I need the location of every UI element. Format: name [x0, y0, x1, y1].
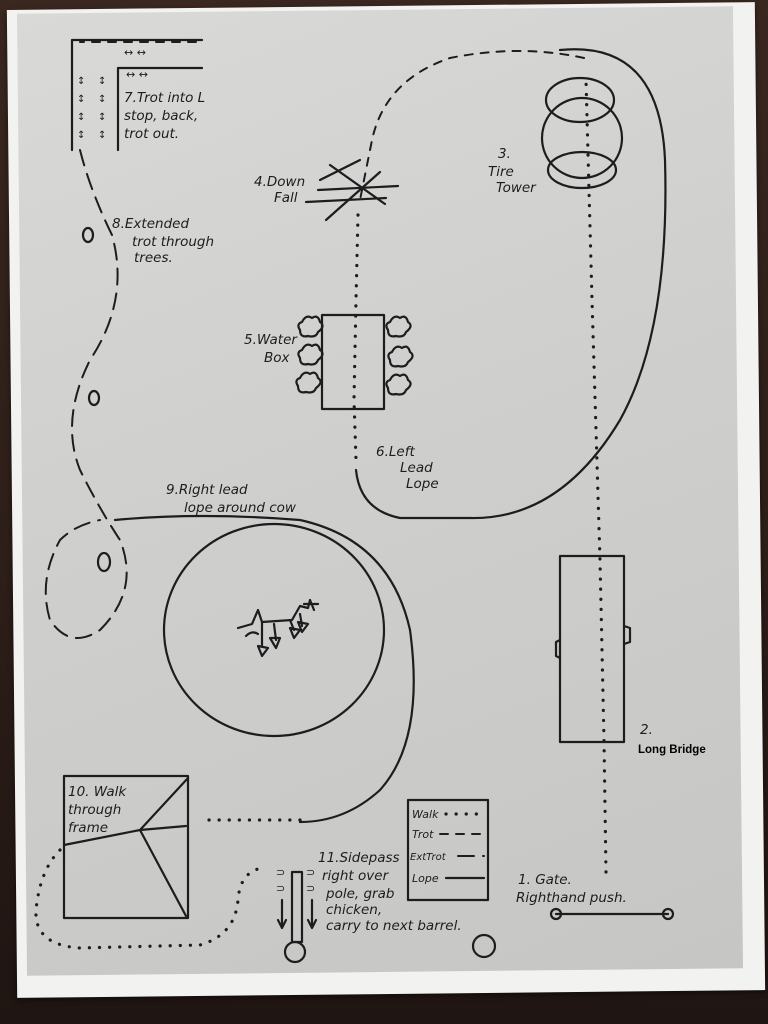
svg-text:trot through: trot through: [132, 234, 214, 250]
label-down-fall: 4.Down Fall: [254, 174, 305, 206]
svg-text:Lead: Lead: [400, 460, 433, 476]
svg-text:stop, back,: stop, back,: [124, 108, 198, 124]
svg-text:pole, grab: pole, grab: [325, 886, 394, 902]
walk-frame-obstacle: [62, 774, 190, 920]
water-box-bushes: [295, 315, 414, 396]
svg-text:chicken,: chicken,: [326, 902, 382, 918]
barrel-next: [471, 933, 497, 959]
legend-label-trot: Trot: [412, 828, 434, 841]
svg-text:Tower: Tower: [496, 180, 537, 196]
svg-text:↕: ↕: [77, 130, 85, 141]
svg-text:right over: right over: [322, 868, 390, 884]
label-long-bridge: 2. Long Bridge: [638, 722, 706, 756]
svg-text:11.Sidepass: 11.Sidepass: [318, 850, 400, 866]
svg-text:⊃: ⊃: [306, 866, 315, 879]
svg-text:Lope: Lope: [406, 476, 439, 492]
cow-icon: [236, 598, 320, 658]
svg-text:carry to next barrel.: carry to next barrel.: [326, 918, 462, 934]
svg-text:Fall: Fall: [274, 190, 298, 206]
legend-label-walk: Walk: [412, 808, 439, 821]
svg-text:↔ ↔: ↔ ↔: [124, 46, 146, 59]
label-gate: 1. Gate. Righthand push.: [516, 872, 627, 906]
route-lope-around-cow: [113, 514, 415, 824]
svg-text:4.Down: 4.Down: [254, 174, 305, 190]
long-bridge-obstacle: [554, 554, 632, 744]
svg-text:↕: ↕: [77, 94, 85, 105]
svg-text:↕: ↕: [77, 112, 85, 123]
svg-text:↔ ↔: ↔ ↔: [126, 68, 148, 81]
svg-text:↕: ↕: [98, 112, 106, 123]
label-walk-frame: 10. Walk through frame: [68, 784, 127, 836]
svg-text:⊃: ⊃: [276, 866, 285, 879]
svg-text:9.Right lead: 9.Right lead: [166, 482, 248, 498]
cow-circle-obstacle: [162, 522, 386, 738]
svg-text:1. Gate.: 1. Gate.: [518, 872, 572, 888]
svg-text:5.Water: 5.Water: [244, 332, 298, 348]
legend-label-lope: Lope: [412, 872, 439, 885]
l-back-arrows: ↔ ↔ ↔ ↔ ↕ ↕ ↕ ↕ ↕ ↕ ↕ ↕: [77, 46, 148, 141]
svg-text:6.Left: 6.Left: [376, 444, 415, 460]
svg-text:↕: ↕: [98, 94, 106, 105]
svg-text:Box: Box: [264, 350, 291, 366]
svg-text:⊃: ⊃: [306, 882, 315, 895]
svg-text:10. Walk: 10. Walk: [68, 784, 127, 800]
svg-text:7.Trot into L: 7.Trot into L: [124, 90, 205, 106]
route-walk-through-water-box: [352, 213, 360, 462]
legend: Walk Trot ExtTrot Lope: [406, 798, 490, 902]
down-fall-obstacle: [304, 158, 400, 222]
route-walk-gate-to-tire-tower: [584, 78, 608, 874]
tire-tower-obstacle: [540, 76, 624, 190]
svg-text:lope around cow: lope around cow: [184, 500, 297, 516]
svg-text:2.: 2.: [640, 722, 653, 738]
barrel-start: [283, 940, 307, 964]
sidepass-pole-obstacle: ⊃ ⊃ ⊃ ⊃: [276, 866, 318, 944]
label-tire-tower: 3. Tire Tower: [488, 146, 537, 196]
route-trot-to-down-fall: [359, 50, 585, 201]
svg-text:through: through: [68, 802, 121, 818]
svg-text:↕: ↕: [77, 76, 85, 87]
label-water-box: 5.Water Box: [244, 332, 298, 366]
svg-text:↕: ↕: [98, 76, 106, 87]
label-l-obstacle: 7.Trot into L stop, back, trot out.: [124, 90, 205, 142]
svg-text:frame: frame: [68, 820, 108, 836]
legend-label-exttrot: ExtTrot: [410, 852, 447, 863]
label-right-lead-lope: 9.Right lead lope around cow: [166, 482, 297, 516]
l-obstacle: ↔ ↔ ↔ ↔ ↕ ↕ ↕ ↕ ↕ ↕ ↕ ↕: [70, 38, 204, 152]
svg-text:↕: ↕: [98, 130, 106, 141]
svg-text:trot out.: trot out.: [124, 126, 179, 142]
label-extended-trot: 8.Extended trot through trees.: [112, 216, 214, 266]
svg-text:Long Bridge: Long Bridge: [638, 744, 706, 756]
svg-text:3.: 3.: [498, 146, 511, 162]
route-lope-left-lead: [354, 48, 667, 520]
svg-text:Righthand push.: Righthand push.: [516, 890, 627, 906]
gate-obstacle: [549, 907, 675, 921]
svg-text:trees.: trees.: [134, 250, 173, 266]
svg-text:⊃: ⊃: [276, 882, 285, 895]
route-walk-from-frame-to-sidepass: [34, 848, 264, 950]
trees-obstacle: [81, 226, 112, 573]
svg-text:8.Extended: 8.Extended: [112, 216, 189, 232]
label-left-lead-lope: 6.Left Lead Lope: [376, 444, 439, 492]
water-box-obstacle: [295, 313, 414, 411]
route-extended-trot-through-trees: [44, 149, 128, 639]
svg-text:Tire: Tire: [488, 164, 514, 180]
label-sidepass: 11.Sidepass right over pole, grab chicke…: [318, 850, 462, 934]
